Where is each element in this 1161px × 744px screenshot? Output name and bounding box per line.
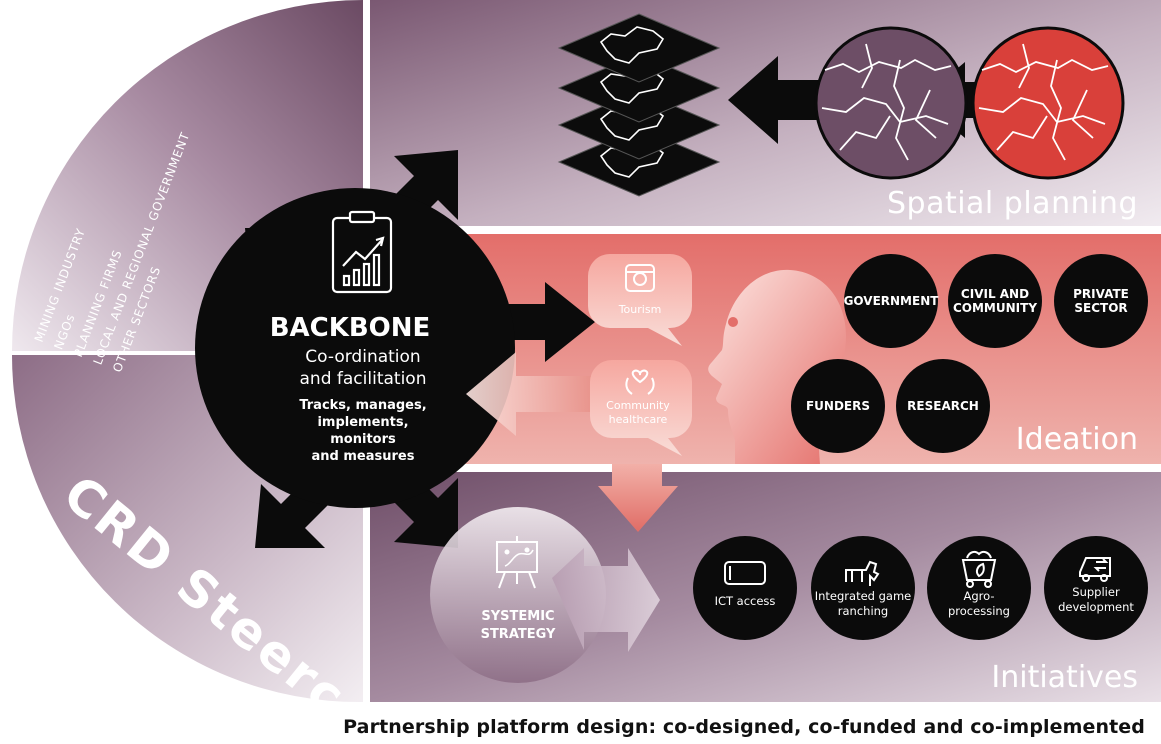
stakeholder-label: COMMUNITY — [953, 301, 1037, 315]
systemic-strategy-circle — [430, 507, 606, 683]
stakeholder-government: GOVERNMENT — [844, 254, 940, 348]
arrow-left-large — [728, 56, 842, 144]
mining-cart-icon — [961, 550, 997, 588]
tourism-bubble: Tourism — [588, 254, 692, 346]
diagram-caption: Partnership platform design: co-designed… — [343, 716, 1145, 738]
systemic-strategy-label: STRATEGY — [481, 627, 556, 642]
initiative-label: Supplier — [1072, 585, 1120, 599]
ideation-to-backbone-arrow — [466, 352, 592, 436]
initiative-game-ranching: Integrated game ranching — [811, 536, 915, 640]
initiative-agro-processing: Agro- processing — [927, 536, 1031, 640]
backbone-description: and measures — [312, 449, 415, 464]
backbone-title: BACKBONE — [270, 313, 431, 343]
map-layer — [557, 13, 721, 83]
initiatives-label: Initiatives — [991, 660, 1138, 695]
map-layers-stack — [557, 13, 721, 197]
stakeholder-circles: GOVERNMENT CIVIL AND COMMUNITY PRIVATE S… — [791, 254, 1148, 453]
backbone-description: monitors — [330, 432, 396, 447]
stakeholder-label: SECTOR — [1074, 301, 1127, 315]
stakeholder-private-sector: PRIVATE SECTOR — [1054, 254, 1148, 348]
stakeholder-label: FUNDERS — [806, 399, 870, 413]
initiative-label: Agro- — [963, 589, 994, 603]
stakeholder-label: GOVERNMENT — [844, 294, 940, 308]
map-layer — [557, 90, 721, 160]
community-healthcare-bubble: Community healthcare — [590, 360, 692, 456]
backbone-circle — [195, 188, 515, 508]
initiative-supplier-development: Supplier development — [1044, 536, 1148, 640]
ideation-to-initiatives-arrow — [598, 464, 678, 532]
hands-heart-icon — [625, 369, 655, 395]
bubble-label: Community — [606, 399, 670, 412]
backbone-subtitle: and facilitation — [300, 369, 427, 389]
clipboard-chart-icon — [331, 210, 393, 294]
initiative-label: Integrated game — [815, 589, 912, 603]
backbone-description: implements, — [317, 415, 408, 430]
purple-region-map — [814, 26, 968, 180]
initiative-label: processing — [948, 604, 1010, 618]
systemic-strategy-label: SYSTEMIC — [481, 609, 554, 624]
initiatives-circles: ICT access Integrated game ranching Agro… — [693, 536, 1148, 640]
stakeholder-label: PRIVATE — [1073, 287, 1129, 301]
initiative-label: ranching — [838, 604, 888, 618]
head-eye — [728, 317, 738, 327]
map-layer — [557, 53, 721, 123]
horse-icon — [845, 560, 880, 586]
initiative-label: development — [1058, 600, 1134, 614]
tablet-icon — [724, 561, 766, 585]
stakeholder-label: CIVIL AND — [961, 287, 1029, 301]
initiative-ict-access: ICT access — [693, 536, 797, 640]
backbone-description: Tracks, manages, — [299, 398, 426, 413]
stakeholder-research: RESEARCH — [896, 359, 990, 453]
initiative-label: ICT access — [715, 594, 776, 608]
bubble-label: Tourism — [618, 303, 662, 316]
bubble-label: healthcare — [609, 413, 668, 426]
stakeholder-label: RESEARCH — [907, 399, 979, 413]
truck-icon — [1079, 557, 1111, 582]
spatial-planning-label: Spatial planning — [887, 186, 1138, 221]
backbone-subtitle: Co-ordination — [305, 347, 420, 367]
easel-icon — [496, 536, 538, 589]
stakeholder-funders: FUNDERS — [791, 359, 885, 453]
stakeholder-civil-community: CIVIL AND COMMUNITY — [948, 254, 1042, 348]
ideation-label: Ideation — [1016, 422, 1138, 457]
strategy-initiatives-arrow — [552, 548, 660, 652]
camera-icon — [625, 264, 655, 292]
red-region-map — [971, 26, 1125, 180]
